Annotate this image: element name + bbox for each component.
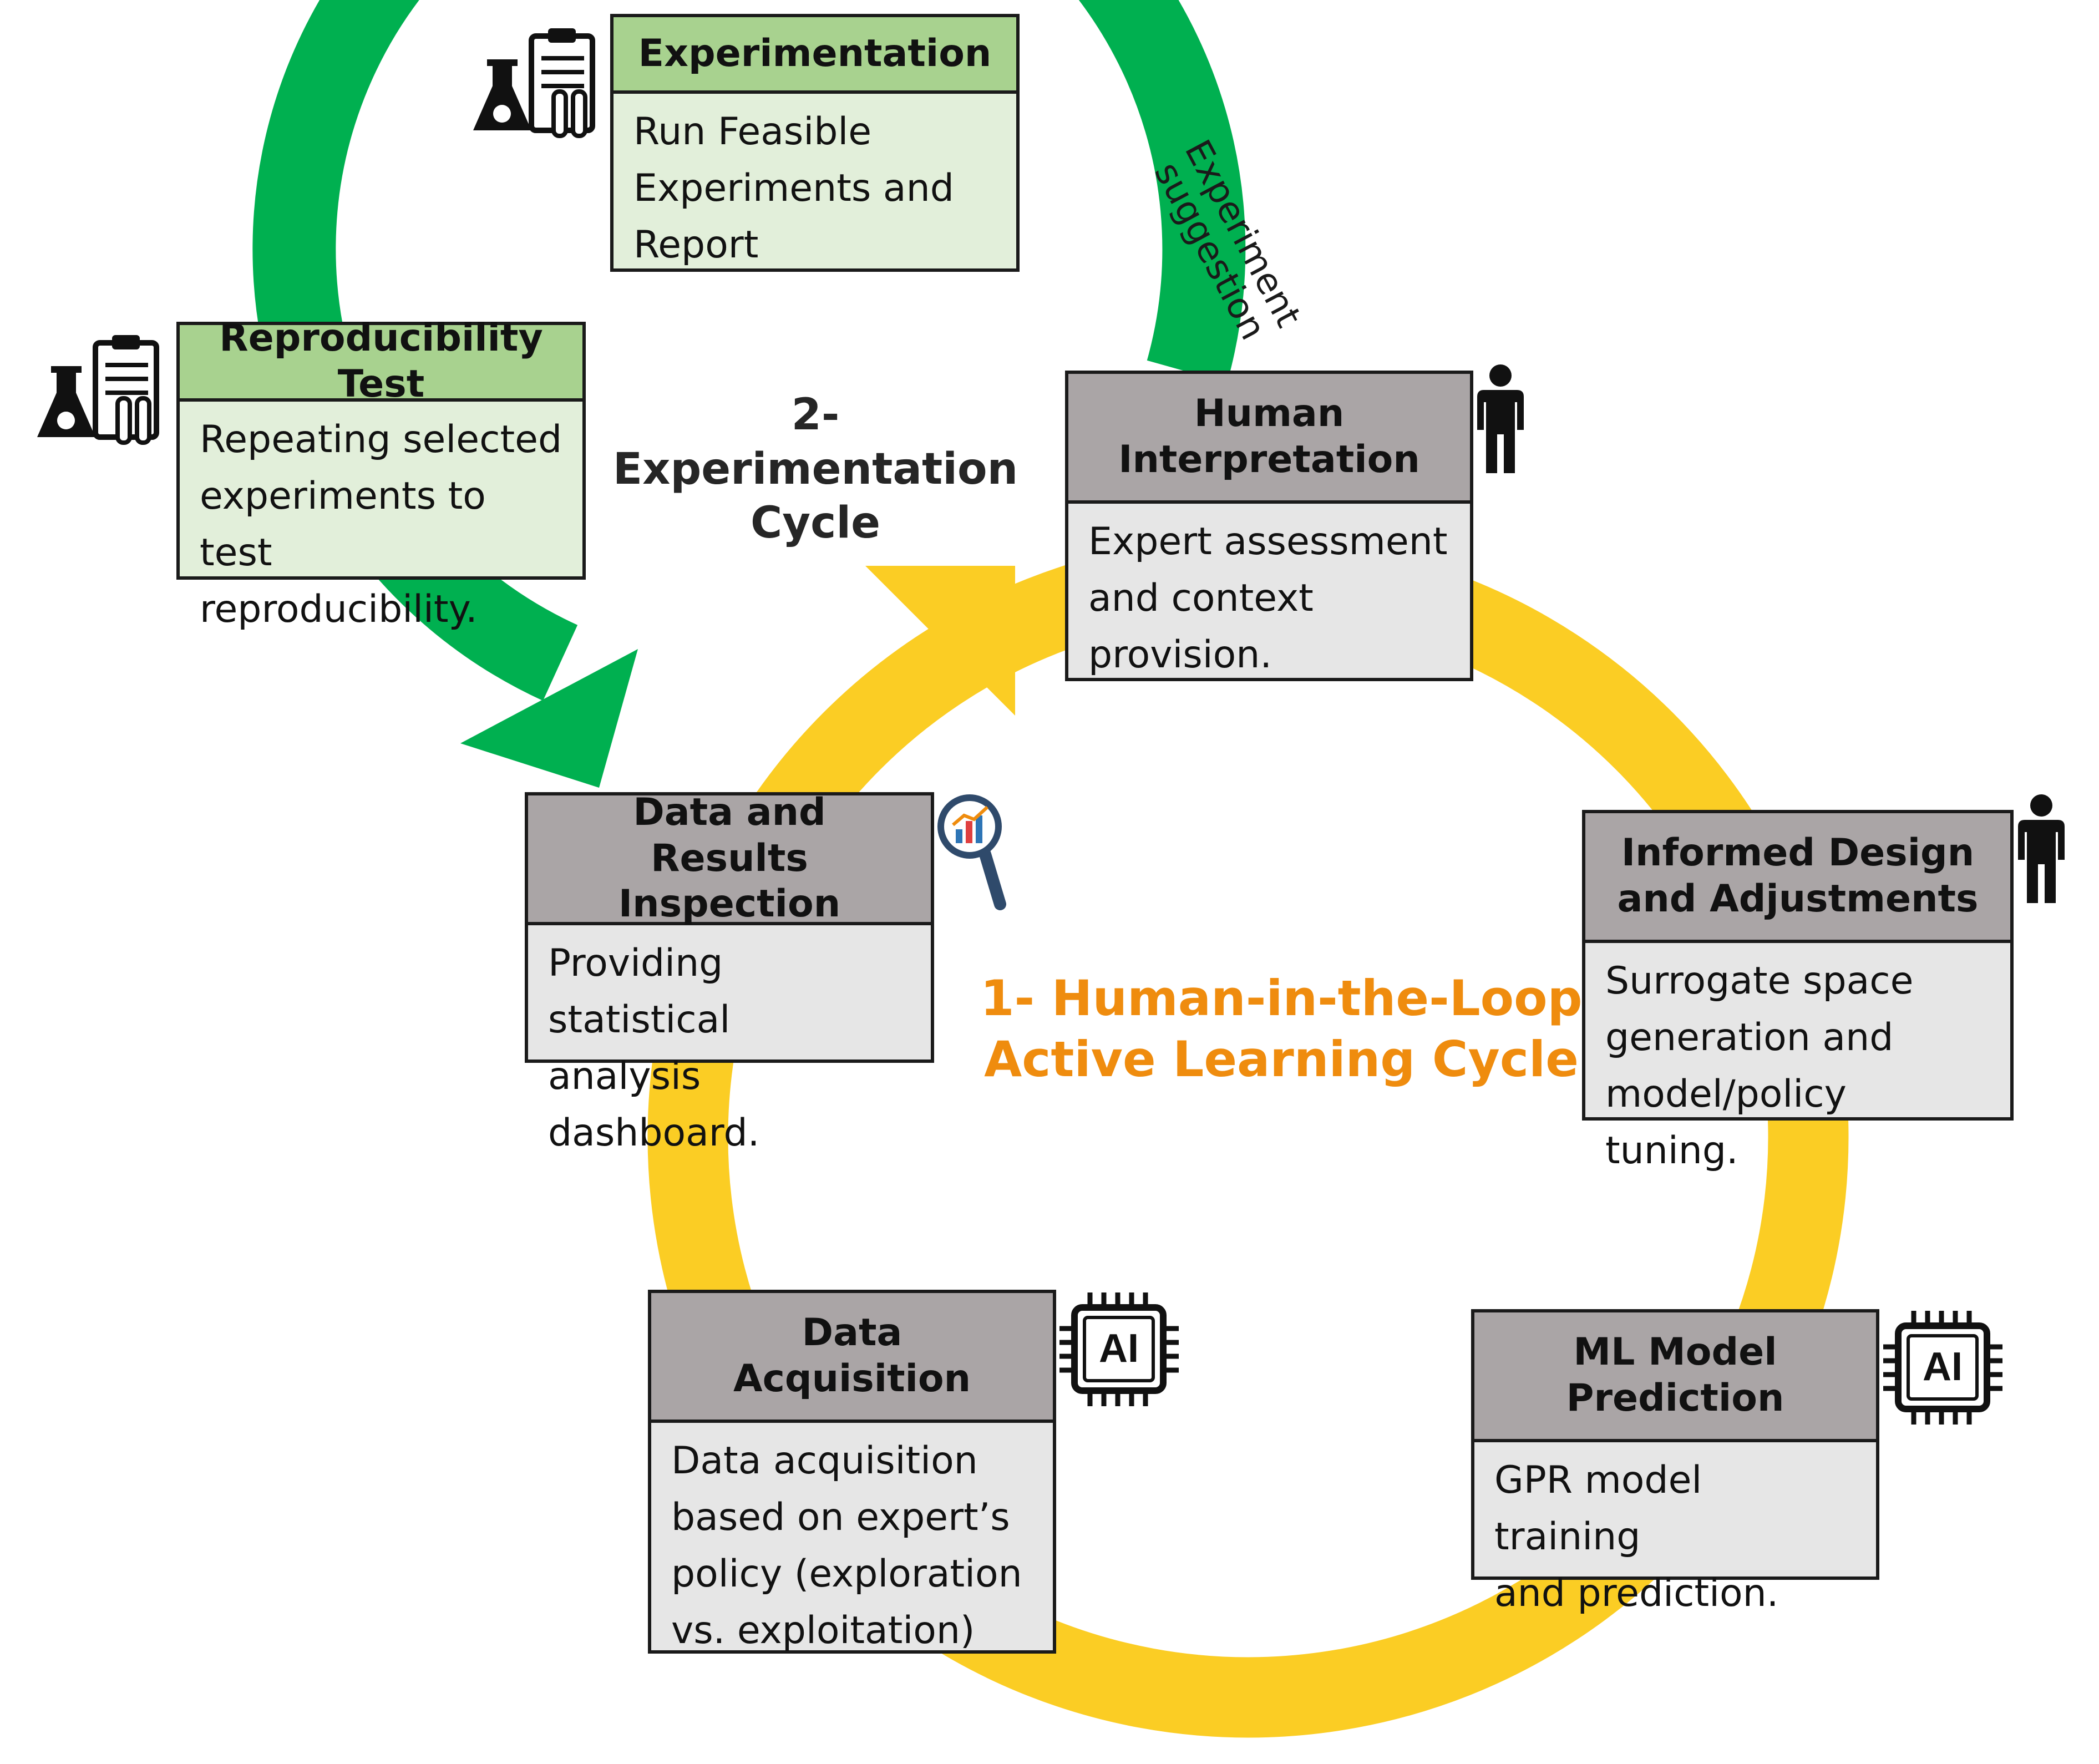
informed-design-box: Informed Design and Adjustments Surrogat… [1582, 810, 2014, 1173]
reproducibility-box: Reproducibility Test Repeating selected … [176, 316, 586, 631]
ai-chip-label: AI [1099, 1326, 1139, 1371]
experimentation-cycle-title: 2- Experimentation Cycle [612, 390, 1018, 548]
ai-chip-icon: AI [1059, 1292, 1179, 1406]
person-icon [1477, 364, 1524, 473]
data-acquisition-title: Data Acquisition [733, 1311, 971, 1401]
human-interpretation-body: Expert assessment and context provision. [1088, 520, 1448, 677]
experimentation-title: Experimentation [638, 31, 992, 75]
experimentation-box: Experimentation Run Feasible Experiments… [610, 14, 1020, 272]
ml-prediction-box: ML Model Prediction GPR model training a… [1471, 1309, 1879, 1615]
person-icon [2018, 794, 2065, 903]
data-acquisition-body: Data acquisition based on expert’s polic… [671, 1439, 1022, 1653]
ml-prediction-body: GPR model training and prediction. [1494, 1458, 1779, 1615]
reproducibility-body: Repeating selected experiments to test r… [200, 418, 562, 631]
lab-clipboard-icon [473, 28, 595, 138]
lab-clipboard-icon [37, 335, 159, 445]
magnifier-chart-icon [937, 794, 1006, 910]
data-acquisition-box: Data Acquisition Data acquisition based … [648, 1290, 1056, 1654]
data-inspection-title: Data and Results Inspection [618, 790, 841, 926]
human-interpretation-box: Human Interpretation Expert assessment a… [1065, 371, 1473, 681]
ai-chip-label: AI [1923, 1345, 1963, 1389]
yellow-arrowhead [865, 566, 1015, 716]
data-inspection-body: Providing statistical analysis dashboard… [548, 941, 760, 1155]
active-learning-cycle-title: 1- Human-in-the-Loop Active Learning Cyc… [980, 970, 1583, 1088]
informed-design-body: Surrogate space generation and model/pol… [1605, 959, 1914, 1173]
green-arrowhead [460, 649, 638, 788]
data-inspection-box: Data and Results Inspection Providing st… [525, 790, 934, 1155]
experimentation-body: Run Feasible Experiments and Report [633, 110, 954, 267]
ai-chip-icon: AI [1883, 1311, 2002, 1425]
ml-prediction-title: ML Model Prediction [1566, 1330, 1784, 1420]
informed-design-title: Informed Design and Adjustments [1617, 831, 1979, 921]
reproducibility-title: Reproducibility Test [219, 316, 543, 406]
human-interpretation-title: Human Interpretation [1118, 392, 1420, 481]
